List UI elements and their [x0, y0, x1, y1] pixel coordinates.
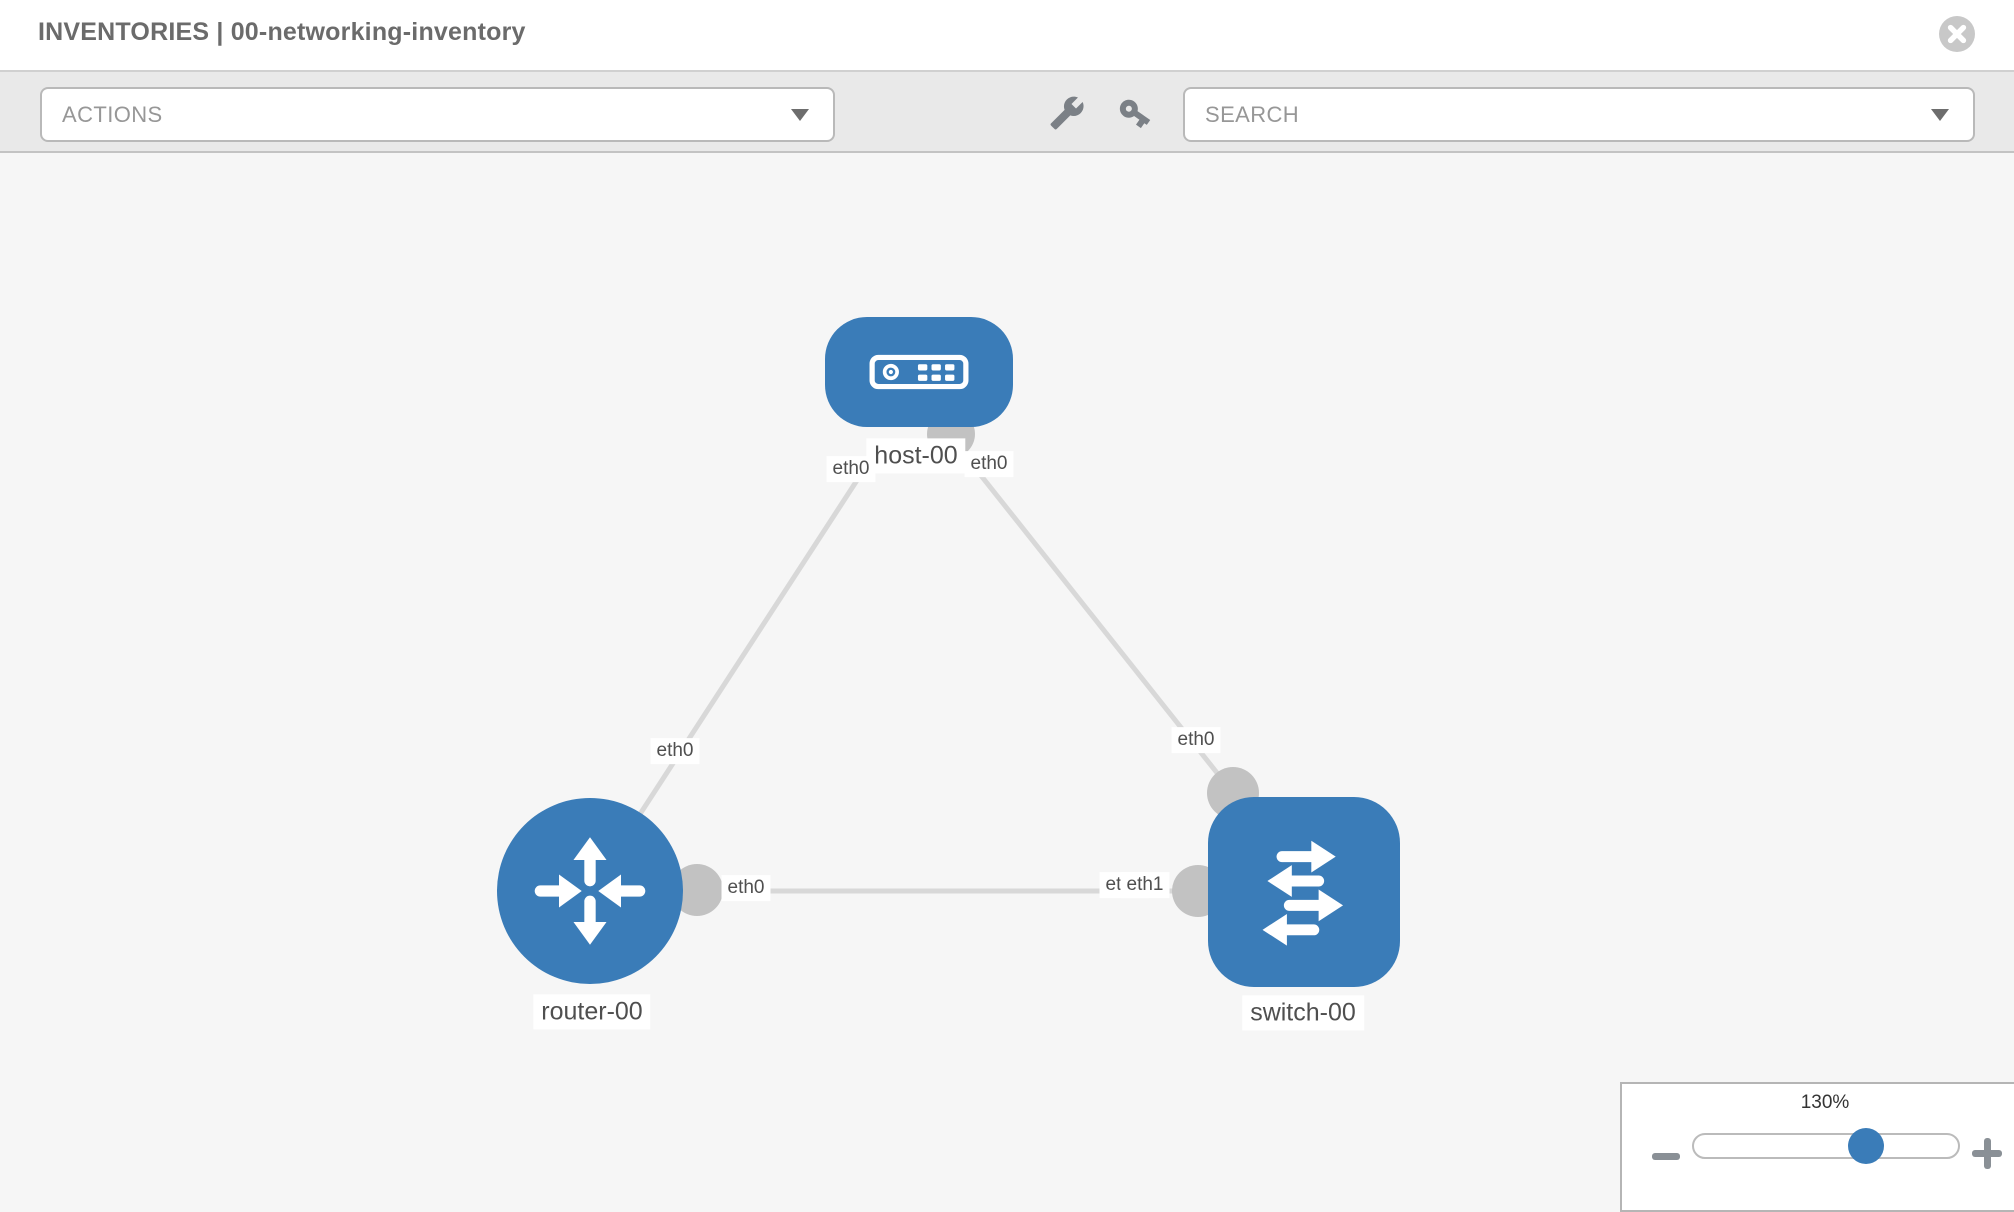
chevron-down-icon: [1931, 108, 1949, 121]
node-switch[interactable]: [1208, 797, 1400, 987]
node-host[interactable]: [825, 317, 1013, 427]
key-button[interactable]: [1112, 90, 1158, 136]
interface-label: eth0: [650, 738, 700, 764]
minus-icon: [1652, 1153, 1680, 1160]
wrench-button[interactable]: [1044, 90, 1090, 136]
close-icon: [1947, 24, 1967, 44]
zoom-panel: 130%: [1620, 1082, 2014, 1212]
zoom-out-button[interactable]: [1652, 1139, 1680, 1173]
topology-links: [587, 410, 1304, 917]
zoom-slider-track[interactable]: [1692, 1133, 1960, 1159]
page-title: INVENTORIES | 00-networking-inventory: [38, 18, 526, 46]
interface-label: eth0: [721, 875, 771, 901]
interface-label: eth0: [1171, 727, 1221, 753]
zoom-level-text: 130%: [1800, 1092, 1850, 1113]
chevron-down-icon: [791, 108, 809, 121]
close-button[interactable]: [1939, 16, 1975, 52]
router-icon: [534, 837, 646, 945]
topology-canvas[interactable]: host-00 eth0 eth0 eth0 eth0 eth0 eth0 et…: [0, 153, 2014, 1200]
host-icon: [869, 354, 969, 390]
actions-dropdown[interactable]: ACTIONS: [40, 87, 835, 142]
interface-label: eth0: [964, 451, 1014, 477]
node-label-host: host-00: [866, 438, 966, 474]
wrench-icon: [1050, 96, 1084, 130]
key-icon: [1119, 99, 1151, 129]
interface-label: eth1: [1120, 872, 1170, 898]
switch-icon: [1262, 840, 1344, 946]
interface-label: eth0: [826, 456, 876, 482]
node-label-router: router-00: [533, 994, 651, 1030]
zoom-slider-knob[interactable]: [1848, 1128, 1884, 1164]
zoom-in-button[interactable]: [1972, 1136, 2002, 1172]
search-placeholder: SEARCH: [1205, 101, 1300, 127]
header: INVENTORIES | 00-networking-inventory: [0, 0, 2014, 72]
search-dropdown[interactable]: SEARCH: [1183, 87, 1975, 142]
toolbar: ACTIONS SEARCH: [0, 72, 2014, 153]
actions-dropdown-label: ACTIONS: [62, 101, 163, 127]
node-label-switch: switch-00: [1242, 995, 1364, 1031]
node-router[interactable]: [497, 798, 683, 984]
